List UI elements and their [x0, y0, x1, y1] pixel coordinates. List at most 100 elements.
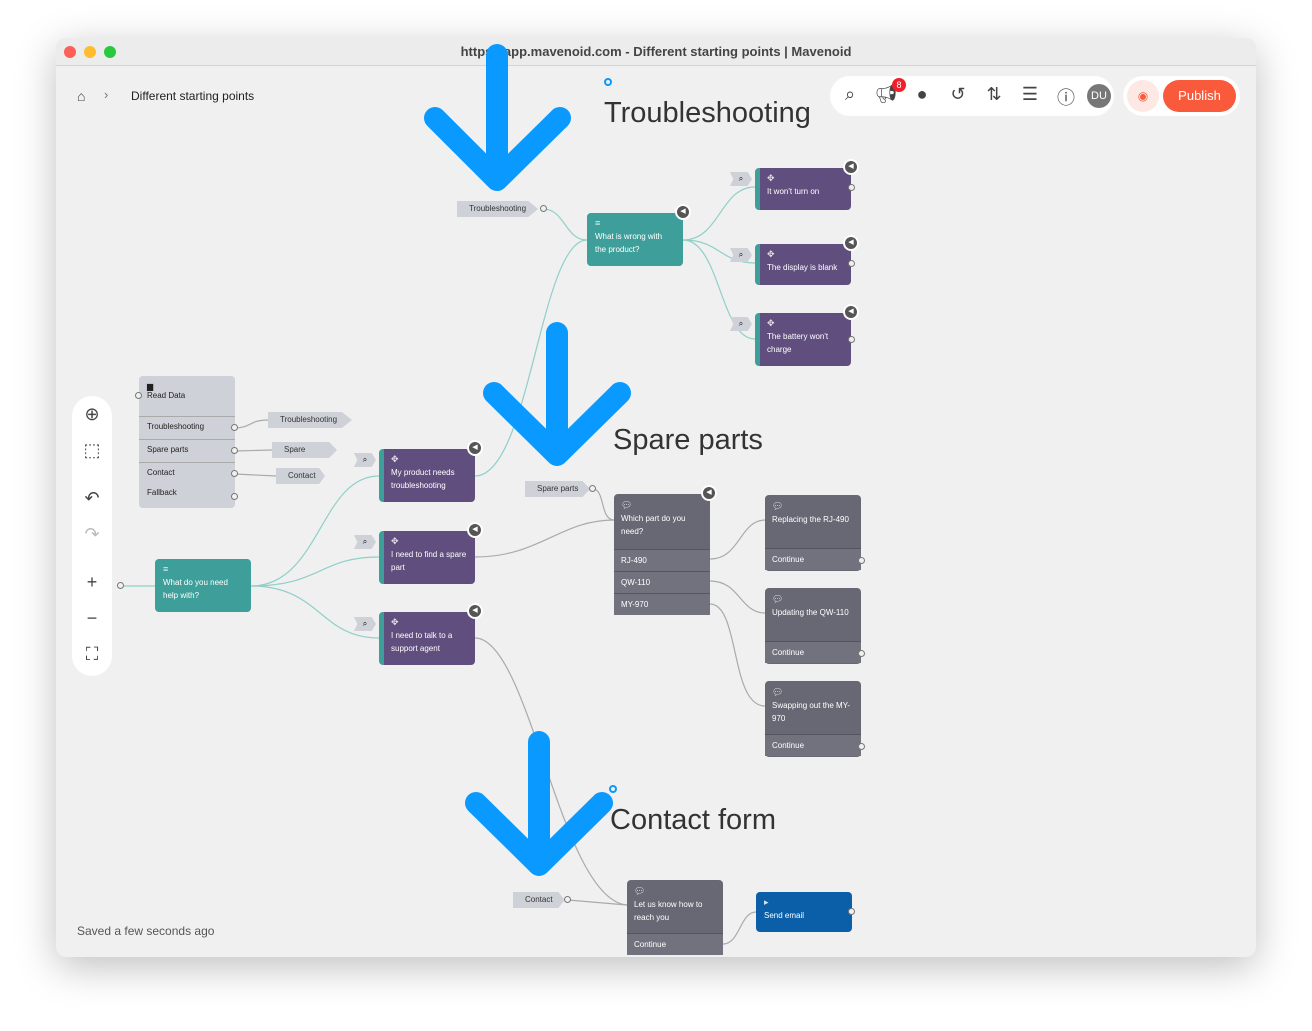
chat-icon[interactable]: ● — [916, 84, 928, 104]
port[interactable] — [231, 424, 238, 431]
port[interactable] — [135, 392, 142, 399]
outcome-node[interactable]: ✥It won't turn on — [755, 168, 851, 210]
search-icon[interactable]: ⌕ — [730, 172, 752, 186]
notification-badge: 8 — [892, 78, 906, 92]
move-icon: ✥ — [391, 617, 399, 627]
port[interactable] — [231, 447, 238, 454]
list-icon: ≡ — [163, 564, 169, 574]
port[interactable] — [589, 485, 596, 492]
avatar[interactable]: DU — [1087, 84, 1111, 108]
search-icon[interactable]: ⌕ — [730, 248, 752, 262]
settings-sliders-icon[interactable]: ☰ — [1021, 84, 1039, 104]
node-label: Updating the QW-110 — [772, 608, 849, 617]
read-data-title: Read Data — [147, 391, 186, 400]
search-icon[interactable]: ⌕ — [730, 317, 752, 331]
node-label: My product needs troubleshooting — [391, 468, 455, 490]
question-node[interactable]: 💬︎Which part do you need? RJ-490 QW-110 … — [614, 494, 710, 615]
tag-spare-parts[interactable]: Spare parts — [272, 442, 337, 458]
zoom-in-icon[interactable]: + — [86, 572, 98, 592]
continue-option[interactable]: Continue — [765, 548, 861, 570]
port[interactable] — [858, 650, 865, 657]
tag-contact[interactable]: Contact — [276, 468, 325, 484]
zoom-out-icon[interactable]: − — [86, 608, 98, 628]
outcome-node[interactable]: ✥ I need to find a spare part — [379, 531, 475, 584]
port[interactable] — [848, 336, 855, 343]
chat-bubble-icon: 💬︎ — [621, 500, 633, 510]
node-label: I need to talk to a support agent — [391, 631, 453, 653]
port[interactable] — [231, 493, 238, 500]
port[interactable] — [848, 260, 855, 267]
close-button[interactable] — [64, 46, 76, 58]
port[interactable] — [117, 582, 124, 589]
maximize-button[interactable] — [104, 46, 116, 58]
port[interactable] — [231, 470, 238, 477]
sort-icon[interactable]: ⇅ — [986, 84, 1002, 104]
node-label: I need to find a spare part — [391, 550, 467, 572]
fit-screen-icon[interactable]: ⛶ — [85, 644, 99, 664]
answer-option[interactable]: MY-970 — [614, 593, 710, 615]
redo-icon[interactable]: ↷ — [84, 524, 100, 544]
tag-troubleshooting[interactable]: Troubleshooting — [457, 201, 539, 217]
outcome-node[interactable]: ✥My product needs troubleshooting — [379, 449, 475, 502]
chat-bubble-icon: 💬︎ — [772, 594, 784, 604]
move-icon: ✥ — [391, 536, 399, 546]
read-data-node[interactable]: ▆Read Data Troubleshooting Spare parts C… — [139, 376, 235, 508]
read-data-row: Spare parts — [139, 439, 235, 462]
read-data-row: Contact — [139, 462, 235, 485]
outcome-node[interactable]: ✥ I need to talk to a support agent — [379, 612, 475, 665]
node-label: Let us know how to reach you — [634, 900, 703, 922]
node-label: Which part do you need? — [621, 514, 686, 536]
node-label: The display is blank — [767, 263, 838, 272]
preview-eye-icon[interactable]: ◉ — [1127, 80, 1159, 112]
top-toolbar: ⌕ 📢︎ 8 ● ↺ ⇅ ☰ ⓘ DU — [830, 76, 1114, 116]
question-node[interactable]: ≡What is wrong with the product? — [587, 213, 683, 266]
outcome-node[interactable]: ✥ The display is blank — [755, 244, 851, 285]
continue-option[interactable]: Continue — [627, 933, 723, 955]
answer-option[interactable]: RJ-490 — [614, 549, 710, 571]
megaphone-icon: ◀ — [467, 603, 483, 619]
save-status: Saved a few seconds ago — [77, 924, 215, 938]
search-icon[interactable]: ⌕ — [844, 84, 856, 104]
node-label: It won't turn on — [767, 187, 820, 196]
port[interactable] — [858, 557, 865, 564]
port[interactable] — [540, 205, 547, 212]
move-icon: ✥ — [767, 249, 775, 259]
node-label: Replacing the RJ-490 — [772, 515, 849, 524]
outcome-node[interactable]: ✥The battery won't charge — [755, 313, 851, 366]
add-node-icon[interactable]: ⊕ — [84, 404, 100, 424]
port[interactable] — [848, 908, 855, 915]
port[interactable] — [848, 184, 855, 191]
port[interactable] — [564, 896, 571, 903]
search-icon[interactable]: ⌕ — [354, 453, 376, 467]
continue-option[interactable]: Continue — [765, 641, 861, 663]
megaphone-icon[interactable]: 📢︎ — [874, 84, 898, 104]
megaphone-icon: ◀ — [843, 235, 859, 251]
continue-option[interactable]: Continue — [765, 734, 861, 756]
node-label: Send email — [764, 911, 805, 920]
tag-contact[interactable]: Contact — [513, 892, 565, 908]
megaphone-icon: ◀ — [675, 204, 691, 220]
minimize-button[interactable] — [84, 46, 96, 58]
undo-icon[interactable]: ↶ — [84, 488, 100, 508]
answer-option[interactable]: QW-110 — [614, 571, 710, 593]
breadcrumb-current[interactable]: Different starting points — [131, 89, 255, 103]
history-icon[interactable]: ↺ — [950, 84, 966, 104]
read-data-row: Troubleshooting — [139, 416, 235, 439]
search-icon[interactable]: ⌕ — [354, 535, 376, 549]
select-area-icon[interactable]: ⬚ — [83, 440, 101, 460]
chat-bubble-icon: 💬︎ — [772, 501, 784, 511]
question-node[interactable]: ≡What do you need help with? — [155, 559, 251, 612]
search-icon[interactable]: ⌕ — [354, 617, 376, 631]
send-email-node[interactable]: ▸Send email — [756, 892, 852, 932]
tag-spare-parts[interactable]: Spare parts — [525, 481, 591, 497]
tag-troubleshooting[interactable]: Troubleshooting — [268, 412, 352, 428]
help-icon[interactable]: ⓘ — [1057, 88, 1075, 108]
home-icon[interactable]: ⌂ — [77, 88, 86, 104]
publish-button[interactable]: Publish — [1163, 80, 1236, 112]
port[interactable] — [858, 743, 865, 750]
megaphone-icon: ◀ — [467, 440, 483, 456]
